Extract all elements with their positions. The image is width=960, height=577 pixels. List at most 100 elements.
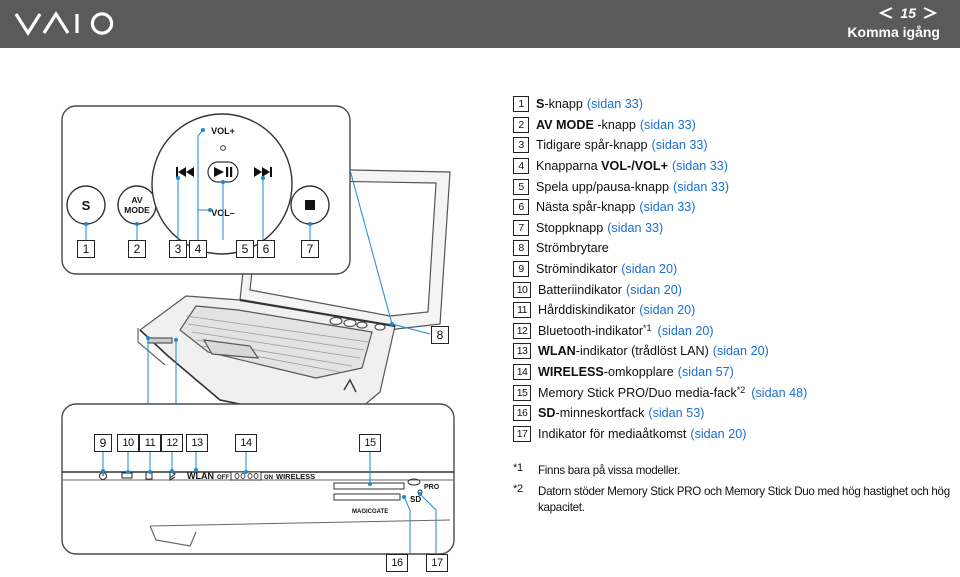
legend-label: Strömindikator [536,262,617,276]
legend-label-text: -minneskortfack [555,406,645,421]
callout-7: 7 [301,240,319,258]
magicgate-label: MAGICGATE [352,509,388,515]
callout-1: 1 [77,240,95,258]
footnote-1: *1 Finns bara på vissa modeller. [513,462,953,479]
vol-plus-label: VOL+ [211,126,235,136]
callout-10: 10 [117,434,139,452]
callout-12: 12 [161,434,183,452]
legend-label-text: Indikator för mediaåtkomst [538,426,687,441]
page-reference-link[interactable]: (sidan 33) [673,179,730,194]
vaio-logo [14,11,114,36]
laptop-diagram: S AV MODE VOL+ VOL– [0,48,500,577]
page-navigation: 15 [878,3,938,23]
legend-label: Indikator för mediaåtkomst [538,427,686,441]
footnote-2: *2 Datorn stöder Memory Stick PRO och Me… [513,483,953,516]
footnotes: *1 Finns bara på vissa modeller. *2 Dato… [513,462,953,516]
legend-label: Stoppknapp [536,221,603,235]
callout-8: 8 [431,326,449,344]
page-reference-link[interactable]: (sidan 20) [690,426,747,441]
legend-number-box: 4 [513,158,529,175]
legend-item: 17 Indikator för mediaåtkomst (sidan 20) [513,424,953,445]
legend-label-text: -knapp [593,117,636,132]
callout-2: 2 [128,240,146,258]
page-reference-link[interactable]: (sidan 20) [657,323,714,338]
legend-number-box: 10 [513,281,531,298]
legend-label-text: Bluetooth-indikator [538,323,644,338]
page-reference-link[interactable]: (sidan 20) [621,262,678,277]
av-control-wheel [151,113,293,255]
legend-label: Nästa spår-knapp [536,200,635,214]
legend-label-text: Nästa spår-knapp [536,200,636,215]
legend-number-box: 12 [513,322,531,339]
legend-number-box: 13 [513,343,531,360]
legend-label: S-knapp [536,97,583,111]
legend-label: WLAN-indikator (trådlöst LAN) [538,344,709,358]
off-label: OFF [217,475,229,481]
page-reference-link[interactable]: (sidan 33) [607,220,664,235]
legend-label: Tidigare spår-knapp [536,138,648,152]
legend-label: Spela upp/pausa-knapp [536,180,669,194]
legend-label: WIRELESS-omkopplare [538,365,674,379]
legend-item: 9 Strömindikator (sidan 20) [513,259,953,280]
legend-item: 3 Tidigare spår-knapp(sidan 33) [513,135,953,156]
legend-number-box: 2 [513,116,529,133]
page-reference-link[interactable]: (sidan 57) [677,365,734,380]
stop-icon [305,200,315,210]
footnote-mark: *2 [513,483,523,495]
legend-label: Memory Stick PRO/Duo media-fack*2 [538,385,747,400]
legend-item: 1 S-knapp(sidan 33) [513,94,953,115]
legend-label: Knapparna VOL-/VOL+ [536,159,668,173]
legend-label-text: Strömindikator [536,262,618,277]
page-reference-link[interactable]: (sidan 33) [639,117,696,132]
page-reference-link[interactable]: (sidan 33) [586,97,643,112]
page-reference-link[interactable]: (sidan 20) [626,282,683,297]
section-title: Komma igång [847,24,940,40]
legend-label-bold: AV MODE [536,117,594,132]
footnote-text: Datorn stöder Memory Stick PRO och Memor… [538,485,950,514]
prev-track-icon [176,167,194,177]
callout-6: 6 [257,240,275,258]
page-reference-link[interactable]: (sidan 48) [751,385,808,400]
page-reference-link[interactable]: (sidan 33) [671,159,728,174]
legend-label-text: -knapp [544,97,583,112]
page-reference-link[interactable]: (sidan 33) [639,200,696,215]
legend-item: 4 Knapparna VOL-/VOL+(sidan 33) [513,156,953,177]
page-reference-link[interactable]: (sidan 53) [648,406,705,421]
next-page-arrow-icon[interactable] [922,7,938,19]
callout-15: 15 [359,434,381,452]
legend-number-box: 1 [513,96,529,113]
legend-number-box: 16 [513,405,531,422]
callout-14: 14 [235,434,257,452]
legend-label-text: Batteriindikator [538,282,622,297]
av-mode-label-1: AV [131,195,143,205]
legend-item: 16 SD-minneskortfack (sidan 53) [513,403,953,424]
legend-number-box: 8 [513,240,529,257]
page-reference-link[interactable]: (sidan 33) [651,138,708,153]
callout-11: 11 [139,434,161,452]
legend-number-box: 15 [513,384,531,401]
legend-label-text: Tidigare spår-knapp [536,138,648,153]
legend-label: Hårddiskindikator [538,303,635,317]
legend-item: 13 WLAN-indikator (trådlöst LAN)(sidan 20… [513,341,953,362]
legend-label: SD-minneskortfack [538,406,644,420]
legend-label: AV MODE -knapp [536,118,636,132]
page-reference-link[interactable]: (sidan 20) [639,303,696,318]
legend-label-bold: VOL-/VOL+ [601,159,668,174]
s-button-label: S [82,198,91,213]
legend-label-text: Strömbrytare [536,241,609,256]
legend-number-box: 3 [513,137,529,154]
wireless-label: WIRELESS [276,472,315,481]
legend-number-box: 9 [513,261,529,278]
callout-13: 13 [186,434,208,452]
footnote-mark: *1 [513,462,523,474]
prev-page-arrow-icon[interactable] [878,7,894,19]
legend-number-box: 17 [513,425,531,442]
laptop-illustration: S AV MODE VOL+ VOL– [61,105,455,555]
page-reference-link[interactable]: (sidan 20) [712,344,769,359]
callout-5: 5 [236,240,254,258]
